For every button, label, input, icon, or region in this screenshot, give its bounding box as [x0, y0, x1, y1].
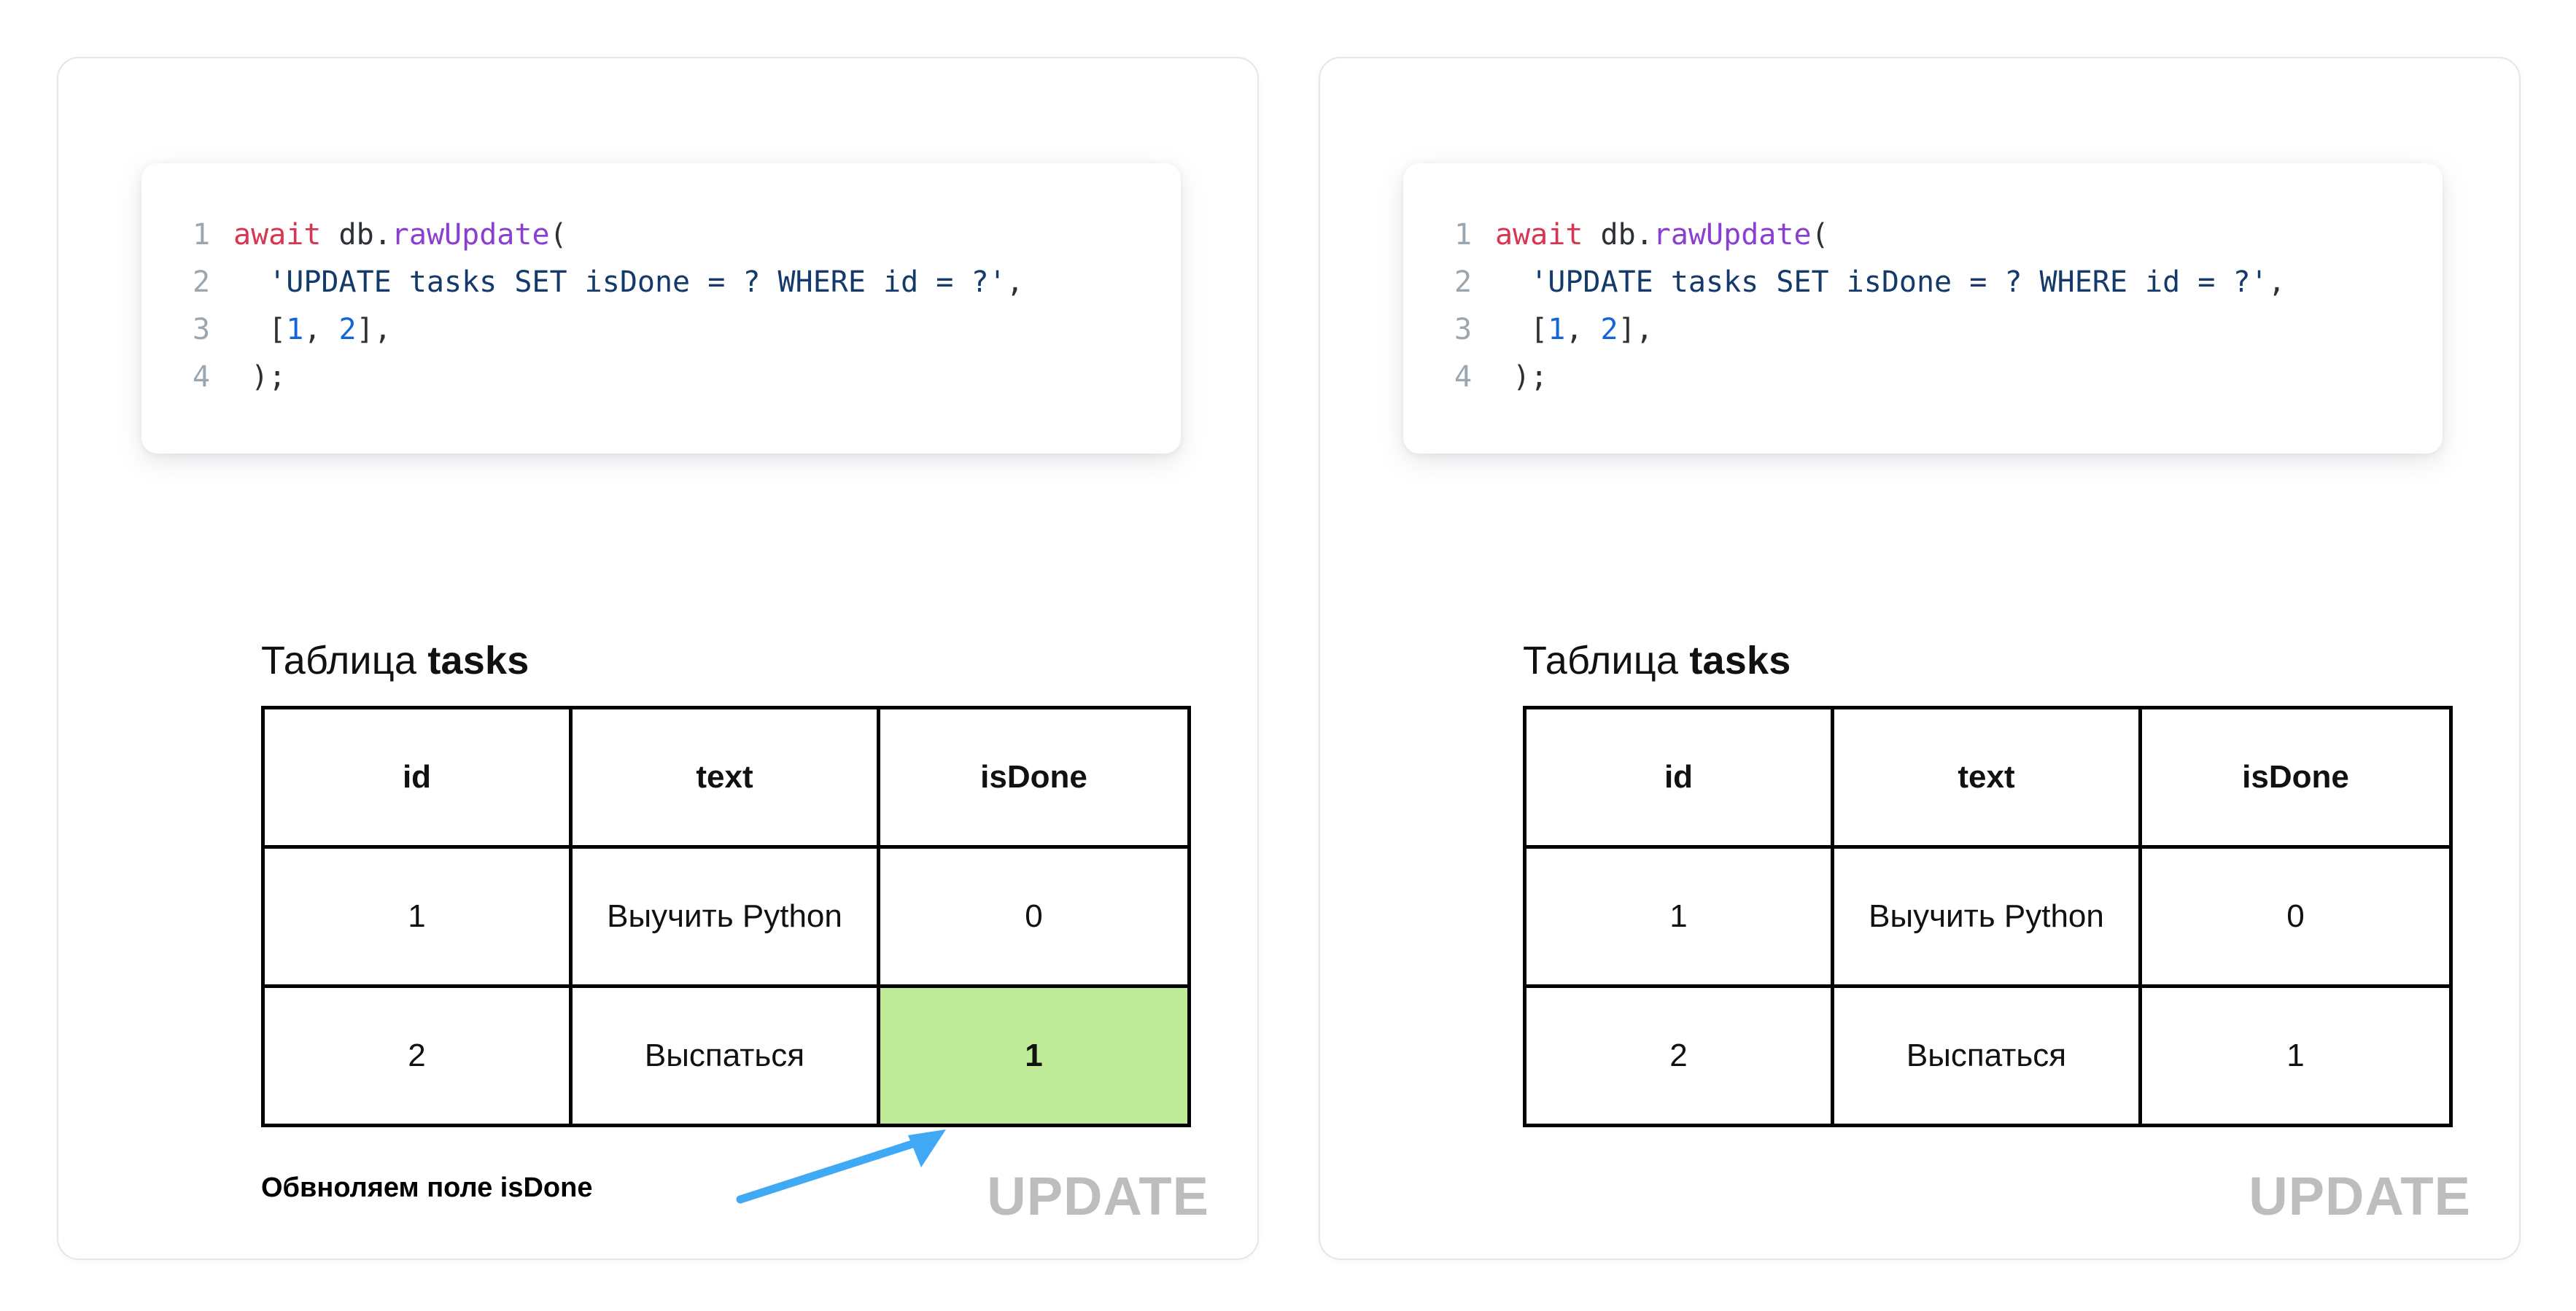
table-cell: Выспаться: [569, 984, 880, 1127]
code-line: 2 'UPDATE tasks SET isDone = ? WHERE id …: [193, 259, 1024, 306]
code-line: 1 await db.rawUpdate(: [1454, 211, 2286, 259]
code-token: db: [1600, 218, 1636, 252]
code-token: [: [1495, 313, 1548, 346]
column-header: text: [569, 706, 880, 849]
code-token: 1: [1548, 313, 1566, 346]
column-header: text: [1831, 706, 2142, 849]
line-number: 3: [193, 313, 211, 346]
table-cell: 2: [1523, 984, 1834, 1127]
code-token: ],: [356, 313, 392, 346]
panel-before: 1 await db.rawUpdate(2 'UPDATE tasks SET …: [57, 57, 1259, 1260]
code-token: .: [373, 218, 392, 252]
watermark-label-before: UPDATE: [987, 1166, 1209, 1226]
line-number: 2: [1454, 265, 1473, 299]
line-number: 3: [1454, 313, 1473, 346]
code-token: rawUpdate: [391, 218, 550, 252]
column-header: isDone: [2138, 706, 2453, 849]
code-line: 1 await db.rawUpdate(: [193, 211, 1024, 259]
table-cell: 1: [1523, 845, 1834, 988]
code-block-after: 1 await db.rawUpdate(2 'UPDATE tasks SET …: [1403, 163, 2443, 454]
code-token: 2: [338, 313, 357, 346]
line-number: 4: [1454, 360, 1473, 394]
code-token: ,: [303, 313, 339, 346]
table-cell: Выспаться: [1831, 984, 2142, 1127]
column-header: id: [1523, 706, 1834, 849]
code-token: (: [1811, 218, 1829, 252]
code-token: [321, 218, 338, 252]
table-caption-name: tasks: [427, 639, 529, 682]
table-cell: 1: [261, 845, 573, 988]
table-cell: Выучить Python: [569, 845, 880, 988]
line-number: 4: [193, 360, 211, 394]
code-block-before: 1 await db.rawUpdate(2 'UPDATE tasks SET …: [141, 163, 1181, 454]
code-token: [1583, 218, 1600, 252]
table-cell: 0: [877, 845, 1191, 988]
code-token: ,: [1565, 313, 1601, 346]
line-number: 1: [1454, 218, 1473, 252]
code-token: [1495, 265, 1530, 299]
code-token: [233, 265, 268, 299]
code-token: 'UPDATE tasks SET isDone = ? WHERE id = …: [1530, 265, 2268, 299]
code-line: 3 [1, 2],: [1454, 306, 2286, 354]
line-number: 1: [193, 218, 211, 252]
column-header: isDone: [877, 706, 1191, 849]
table-cell: 0: [2138, 845, 2453, 988]
code-lines-after: 1 await db.rawUpdate(2 'UPDATE tasks SET …: [1454, 211, 2286, 401]
code-token: ,: [2267, 265, 2286, 299]
code-token: ],: [1618, 313, 1653, 346]
table-caption-prefix: Таблица: [1523, 639, 1690, 682]
watermark-label-after: UPDATE: [2249, 1166, 2471, 1226]
code-token: 1: [286, 313, 304, 346]
code-line: 2 'UPDATE tasks SET isDone = ? WHERE id …: [1454, 259, 2286, 306]
annotation-arrow-icon: [736, 1129, 946, 1204]
code-line: 3 [1, 2],: [193, 306, 1024, 354]
table-caption-prefix: Таблица: [261, 639, 428, 682]
code-token: await: [1495, 218, 1583, 252]
column-header: id: [261, 706, 573, 849]
code-token: );: [1495, 360, 1548, 394]
code-token: 2: [1600, 313, 1618, 346]
annotation-label: Обвноляем поле isDone: [261, 1172, 593, 1203]
code-token: (: [549, 218, 567, 252]
code-token: );: [233, 360, 287, 394]
line-number: 2: [193, 265, 211, 299]
code-token: db: [338, 218, 374, 252]
code-token: await: [233, 218, 322, 252]
code-token: [: [233, 313, 287, 346]
code-token: ,: [1006, 265, 1024, 299]
code-lines-before: 1 await db.rawUpdate(2 'UPDATE tasks SET …: [193, 211, 1024, 401]
code-token: 'UPDATE tasks SET isDone = ? WHERE id = …: [268, 265, 1006, 299]
code-line: 4 );: [193, 354, 1024, 401]
table-cell-highlighted: 1: [877, 984, 1191, 1127]
table-caption-before: Таблица tasks: [261, 638, 529, 683]
table-cell: 2: [261, 984, 573, 1127]
code-line: 4 );: [1454, 354, 2286, 401]
panel-after: 1 await db.rawUpdate(2 'UPDATE tasks SET …: [1319, 57, 2521, 1260]
code-token: rawUpdate: [1653, 218, 1812, 252]
table-cell: Выучить Python: [1831, 845, 2142, 988]
code-token: .: [1635, 218, 1653, 252]
table-caption-name: tasks: [1689, 639, 1791, 682]
table-cell: 1: [2138, 984, 2453, 1127]
table-caption-after: Таблица tasks: [1523, 638, 1791, 683]
